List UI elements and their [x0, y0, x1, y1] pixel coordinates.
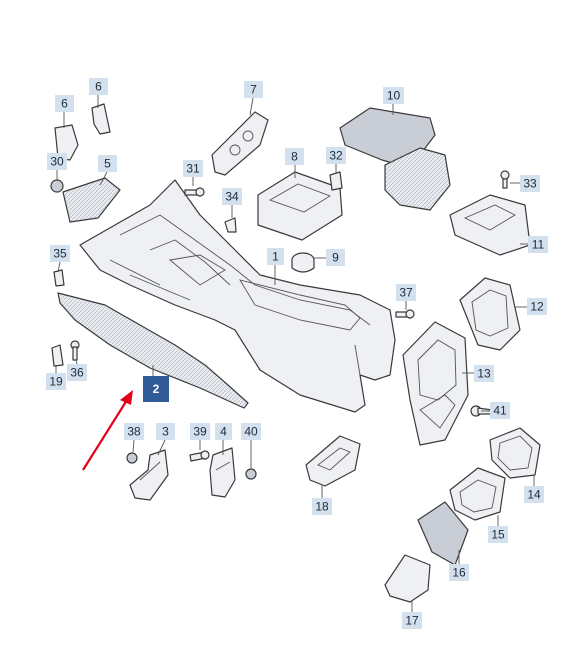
part-side-trim-panel[interactable] [57, 292, 249, 409]
svg-text:40: 40 [244, 425, 258, 439]
svg-text:41: 41 [493, 404, 507, 418]
label-18[interactable]: 18 [312, 498, 332, 515]
label-35[interactable]: 35 [50, 245, 70, 262]
part-armrest-10[interactable] [339, 107, 451, 211]
svg-text:12: 12 [530, 300, 544, 314]
svg-text:2: 2 [153, 382, 160, 396]
svg-text:1: 1 [272, 250, 279, 264]
svg-text:9: 9 [332, 251, 339, 265]
part-screw-33[interactable] [500, 170, 510, 189]
svg-text:7: 7 [250, 83, 257, 97]
label-6a[interactable]: 6 [55, 95, 74, 112]
label-9[interactable]: 9 [326, 249, 345, 266]
label-4[interactable]: 4 [215, 423, 232, 440]
svg-text:8: 8 [291, 150, 298, 164]
label-32[interactable]: 32 [326, 147, 346, 164]
part-switch-18[interactable] [305, 435, 361, 487]
part-nut-40[interactable] [245, 468, 257, 480]
label-3[interactable]: 3 [156, 423, 175, 440]
label-31[interactable]: 31 [183, 160, 203, 177]
part-bracket-3[interactable] [129, 449, 169, 501]
svg-text:11: 11 [532, 238, 545, 252]
part-clip-35[interactable] [53, 269, 65, 287]
svg-text:34: 34 [225, 190, 239, 204]
svg-text:18: 18 [315, 500, 329, 514]
svg-text:37: 37 [399, 286, 413, 300]
svg-text:4: 4 [220, 425, 227, 439]
part-clip-32[interactable] [329, 171, 343, 191]
svg-text:16: 16 [452, 566, 466, 580]
svg-text:32: 32 [329, 149, 343, 163]
label-1[interactable]: 1 [267, 248, 284, 265]
part-switch-panel-7[interactable] [211, 111, 269, 176]
svg-text:6: 6 [95, 80, 102, 94]
svg-text:15: 15 [491, 528, 505, 542]
label-14[interactable]: 14 [524, 486, 544, 503]
label-5[interactable]: 5 [98, 155, 117, 172]
label-15[interactable]: 15 [488, 526, 508, 543]
part-nut-38[interactable] [126, 452, 138, 464]
part-vent-15[interactable] [449, 467, 506, 521]
part-center-console[interactable] [79, 179, 396, 413]
svg-text:13: 13 [477, 367, 491, 381]
leader-lines [55, 95, 535, 612]
svg-text:36: 36 [70, 366, 84, 380]
svg-text:10: 10 [387, 89, 401, 103]
label-39[interactable]: 39 [190, 423, 210, 440]
label-41[interactable]: 41 [490, 402, 510, 419]
part-bin-17[interactable] [384, 554, 431, 603]
svg-text:31: 31 [186, 162, 200, 176]
part-frame-11[interactable] [449, 194, 531, 256]
part-tray-8[interactable] [257, 171, 343, 241]
svg-text:33: 33 [523, 177, 537, 191]
label-30[interactable]: 30 [47, 153, 67, 170]
svg-text:6: 6 [61, 97, 68, 111]
part-clip-19[interactable] [51, 344, 64, 367]
part-screw-39[interactable] [189, 450, 210, 462]
svg-text:19: 19 [49, 375, 63, 389]
svg-text:39: 39 [193, 425, 207, 439]
part-screw-31[interactable] [184, 187, 205, 197]
part-cup-insert-9[interactable] [291, 252, 315, 273]
label-8[interactable]: 8 [285, 148, 304, 165]
svg-text:30: 30 [50, 155, 64, 169]
part-bezel-12[interactable] [459, 277, 521, 351]
part-nut-30[interactable] [50, 179, 64, 193]
label-2[interactable]: 2 [143, 376, 169, 402]
part-cover-16[interactable] [417, 501, 469, 566]
svg-text:35: 35 [53, 247, 67, 261]
part-labels: 1 2 3 4 5 6 6 7 8 9 10 11 12 13 14 15 16… [46, 78, 548, 629]
part-rear-panel-13[interactable] [402, 321, 469, 446]
label-16[interactable]: 16 [449, 564, 469, 581]
part-screw-37[interactable] [395, 309, 415, 319]
label-6b[interactable]: 6 [89, 78, 108, 95]
part-clip-6b[interactable] [91, 103, 111, 135]
label-10[interactable]: 10 [383, 87, 404, 104]
highlight-arrow [82, 390, 133, 471]
svg-text:3: 3 [162, 425, 169, 439]
svg-text:38: 38 [127, 425, 141, 439]
label-12[interactable]: 12 [527, 298, 547, 315]
part-screw-34[interactable] [224, 217, 237, 233]
part-bracket-4[interactable] [209, 447, 236, 498]
svg-text:5: 5 [104, 157, 111, 171]
part-grille-5[interactable] [62, 177, 121, 223]
label-11[interactable]: 11 [528, 236, 548, 253]
label-7[interactable]: 7 [244, 81, 263, 98]
label-13[interactable]: 13 [474, 365, 494, 382]
label-36[interactable]: 36 [67, 364, 87, 381]
part-screw-36[interactable] [70, 340, 80, 361]
label-19[interactable]: 19 [46, 373, 66, 390]
label-40[interactable]: 40 [241, 423, 261, 440]
svg-text:17: 17 [405, 614, 419, 628]
label-38[interactable]: 38 [124, 423, 144, 440]
part-vent-14[interactable] [489, 427, 541, 479]
svg-text:14: 14 [527, 488, 541, 502]
label-17[interactable]: 17 [402, 612, 422, 629]
label-33[interactable]: 33 [520, 175, 540, 192]
label-34[interactable]: 34 [222, 188, 242, 205]
label-37[interactable]: 37 [396, 284, 416, 301]
